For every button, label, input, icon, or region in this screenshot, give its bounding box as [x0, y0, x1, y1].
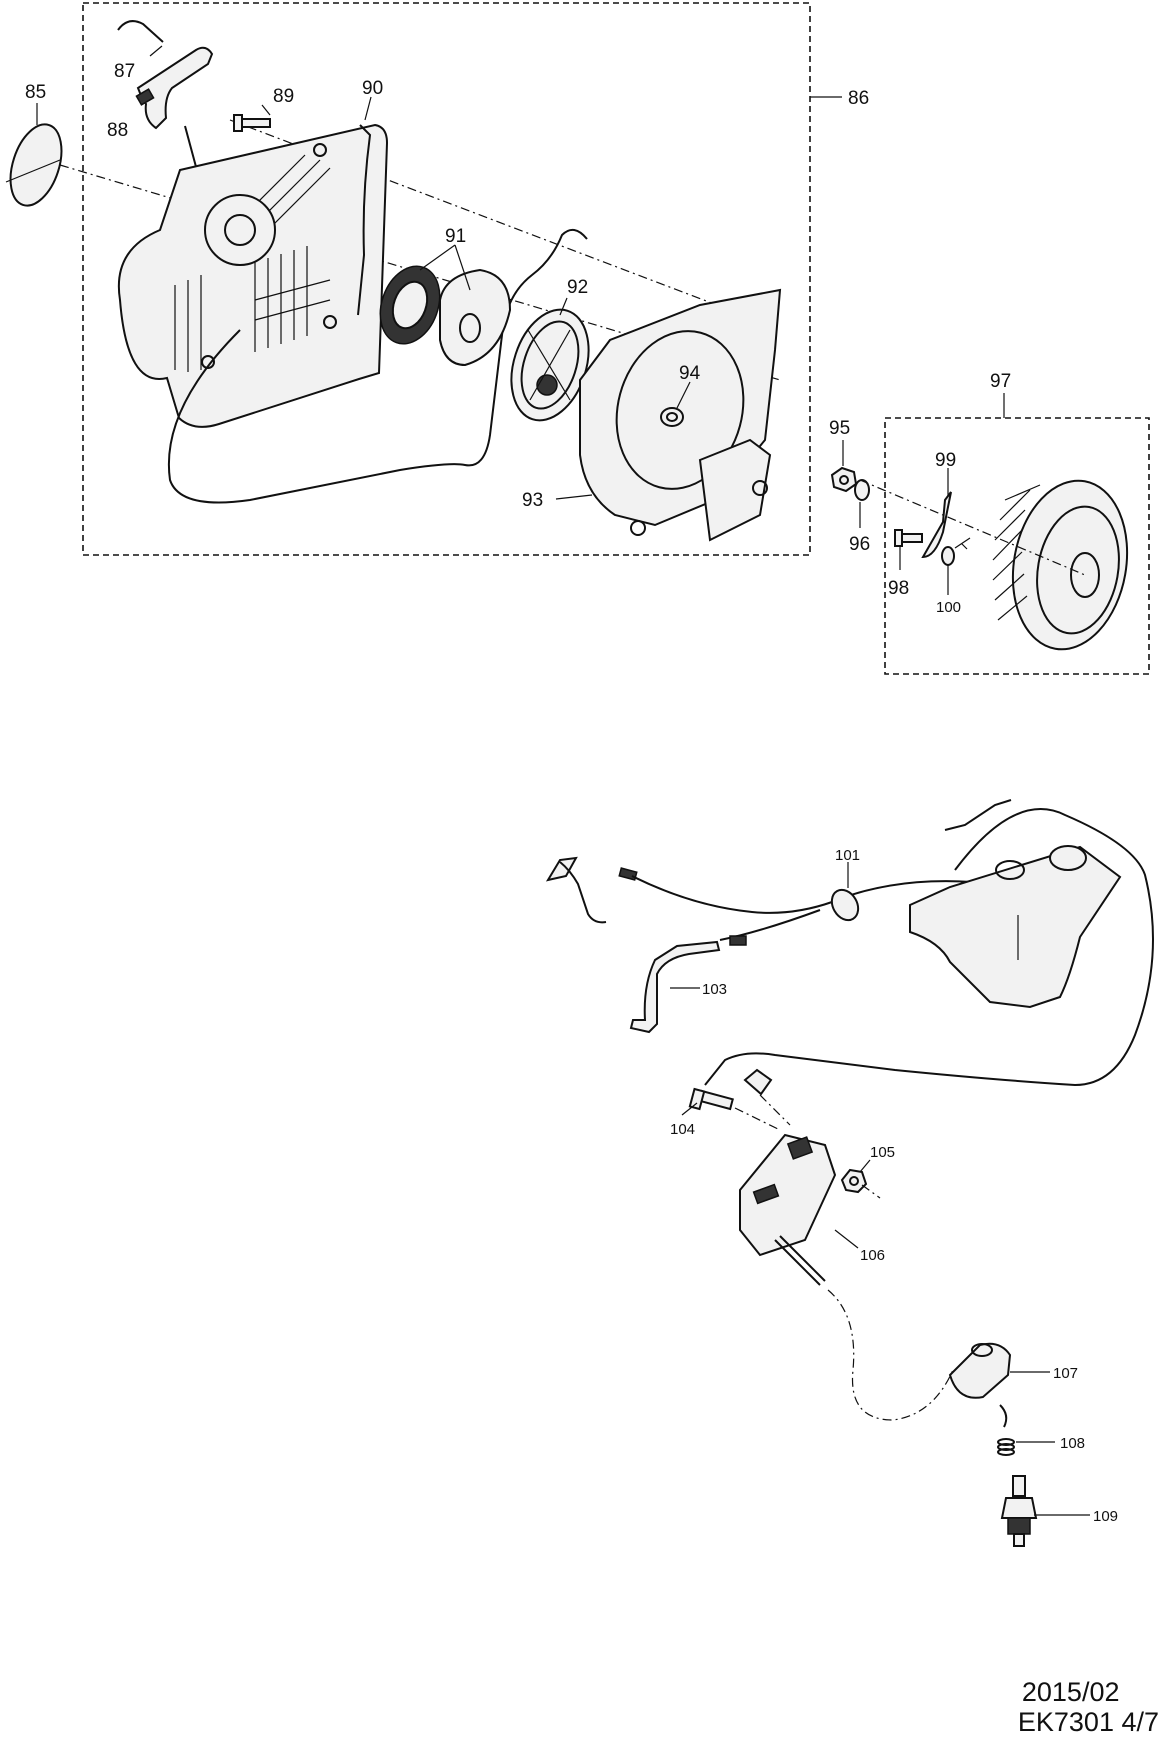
part-90-starter-housing — [117, 96, 389, 428]
part-99-pawl — [921, 468, 952, 559]
footer-date: 2015/02 — [1021, 1677, 1120, 1707]
part-108-spring — [997, 1404, 1055, 1456]
cylinder-cover — [909, 799, 1122, 1009]
label-98: 98 — [888, 578, 909, 599]
part-104-bolt — [681, 1087, 781, 1131]
label-100: 100 — [936, 599, 961, 616]
part-103-bracket — [629, 940, 721, 1034]
part-85-cap — [5, 103, 63, 207]
label-96: 96 — [849, 534, 870, 555]
part-109-spark-plug — [1000, 1475, 1090, 1547]
part-100-spring — [941, 537, 971, 595]
label-87: 87 — [114, 61, 135, 82]
part-92-pulley — [510, 297, 590, 422]
part-101-wiring — [545, 856, 973, 946]
starter-rope — [167, 228, 588, 504]
part-98-bolt — [894, 529, 923, 570]
label-93: 93 — [522, 490, 543, 511]
assembly-97-box — [884, 417, 1150, 675]
label-104: 104 — [670, 1121, 695, 1138]
label-101: 101 — [835, 847, 860, 864]
label-85: 85 — [25, 82, 46, 103]
part-106-ignition-coil — [739, 1133, 859, 1286]
ignition-wire — [704, 808, 1154, 1087]
part-105-nut — [840, 1159, 881, 1199]
part-94-washer — [660, 381, 691, 427]
lead-connector — [743, 1068, 791, 1126]
label-95: 95 — [829, 418, 850, 439]
label-103: 103 — [702, 981, 727, 998]
label-108: 108 — [1060, 1435, 1085, 1452]
part-89-screw — [233, 104, 271, 132]
part-96-washer — [854, 479, 870, 528]
label-107: 107 — [1053, 1365, 1078, 1382]
label-106: 106 — [860, 1247, 885, 1264]
assembly-86-box — [82, 2, 811, 556]
label-89: 89 — [273, 86, 294, 107]
label-91: 91 — [445, 226, 466, 247]
footer-model-page: EK7301 4/7 — [1017, 1707, 1159, 1737]
part-91-spring — [379, 244, 512, 367]
plug-lead — [827, 1289, 954, 1421]
flywheel — [859, 479, 1129, 651]
label-94: 94 — [679, 363, 701, 384]
part-107-plug-cap — [948, 1342, 1050, 1399]
part-93-fan-housing — [555, 288, 782, 542]
label-86: 86 — [848, 88, 869, 109]
label-92: 92 — [567, 277, 588, 298]
label-99: 99 — [935, 450, 956, 471]
label-105: 105 — [870, 1144, 895, 1161]
label-109: 109 — [1093, 1508, 1118, 1525]
label-97: 97 — [990, 371, 1011, 392]
label-90: 90 — [362, 78, 383, 99]
part-95-nut — [830, 440, 858, 493]
label-88: 88 — [107, 120, 128, 141]
footer-block: 2015/02 EK7301 4/7 — [1018, 1677, 1159, 1737]
